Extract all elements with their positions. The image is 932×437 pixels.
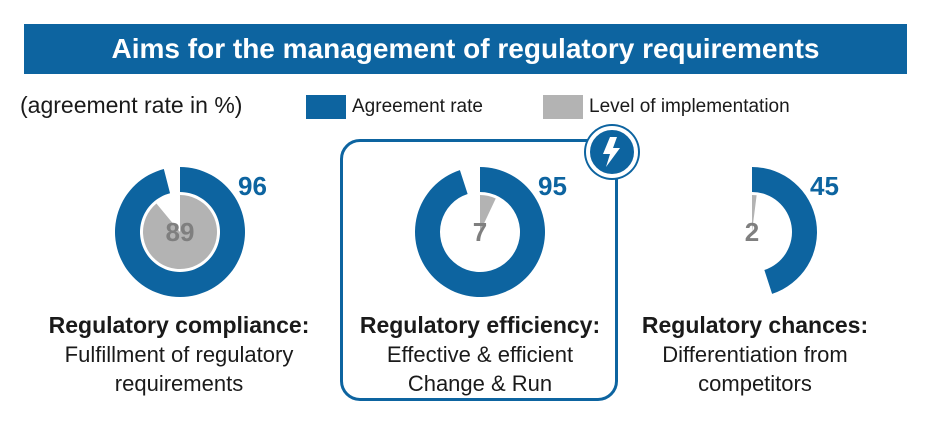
caption-efficiency-line-1: Effective & efficient [386, 342, 574, 367]
lightning-icon [586, 126, 638, 178]
caption-compliance-head: Regulatory compliance: [48, 312, 310, 338]
caption-compliance-line-1: Fulfillment of regulatory [64, 342, 294, 367]
caption-efficiency: Regulatory efficiency: Effective & effic… [330, 311, 630, 398]
highlight-box [340, 139, 618, 401]
implementation-value-efficiency: 7 [473, 217, 487, 247]
legend-item-agreement: Agreement rate [306, 95, 483, 119]
legend-label-implementation: Level of implementation [589, 96, 790, 117]
caption-compliance: Regulatory compliance: Fulfillment of re… [29, 311, 329, 398]
caption-chances-head: Regulatory chances: [641, 312, 869, 338]
caption-compliance-line-2: requirements [114, 371, 244, 396]
chart-title: Aims for the management of regulatory re… [24, 24, 907, 74]
agreement-ring-compliance [115, 167, 246, 297]
caption-chances: Regulatory chances: Differentiation from… [605, 311, 905, 398]
agreement-value-compliance: 96 [238, 171, 267, 201]
implementation-slice-compliance [143, 195, 218, 269]
agreement-ring-efficiency [415, 167, 545, 297]
legend-swatch-implementation [543, 95, 583, 119]
agreement-ring-chances [752, 167, 817, 294]
implementation-slice-chances [752, 195, 757, 232]
caption-efficiency-head: Regulatory efficiency: [359, 312, 601, 338]
unit-note: (agreement rate in %) [20, 92, 243, 118]
caption-efficiency-line-2: Change & Run [407, 371, 553, 396]
implementation-value-chances: 2 [745, 217, 759, 247]
legend-item-implementation: Level of implementation [543, 95, 790, 119]
agreement-value-efficiency: 95 [538, 171, 567, 201]
implementation-slice-efficiency [480, 194, 496, 232]
caption-chances-line-1: Differentiation from [662, 342, 848, 367]
implementation-value-compliance: 89 [166, 217, 195, 247]
agreement-value-chances: 45 [810, 171, 839, 201]
caption-chances-line-2: competitors [698, 371, 812, 396]
legend-swatch-agreement [306, 95, 346, 119]
legend-label-agreement: Agreement rate [352, 96, 483, 117]
